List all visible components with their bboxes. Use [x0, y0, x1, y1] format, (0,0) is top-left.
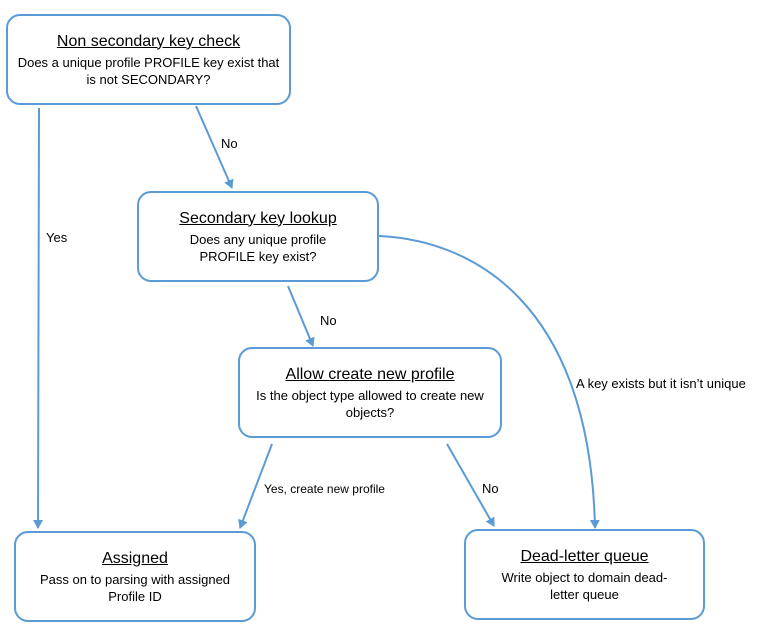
edge-label-non-secondary-no: No	[221, 136, 238, 151]
arrow-allow-create-to-dead-letter	[446, 443, 495, 527]
node-title: Secondary key lookup	[179, 209, 337, 227]
edge-label-secondary-not-unique: A key exists but it isn’t unique	[576, 376, 746, 391]
node-body: Write object to domain dead-letter queue	[501, 569, 668, 602]
node-assigned: Assigned Pass on to parsing with assigne…	[14, 531, 256, 622]
node-secondary-key-lookup: Secondary key lookup Does any unique pro…	[137, 191, 379, 282]
node-body: Does a unique profile PROFILE key exist …	[17, 54, 280, 87]
node-non-secondary-key-check: Non secondary key check Does a unique pr…	[6, 14, 291, 105]
arrow-secondary-to-allow-create	[287, 285, 315, 347]
arrow-secondary-to-dead-letter	[378, 235, 600, 529]
arrow-non-secondary-to-secondary	[195, 105, 234, 189]
node-title: Allow create new profile	[285, 365, 455, 383]
node-allow-create-new-profile: Allow create new profile Is the object t…	[238, 347, 502, 438]
edge-label-secondary-no: No	[320, 313, 337, 328]
node-body: Does any unique profile PROFILE key exis…	[189, 231, 327, 264]
edge-label-non-secondary-yes: Yes	[46, 230, 68, 245]
arrow-allow-create-to-assigned	[238, 443, 273, 529]
node-title: Assigned	[102, 549, 168, 567]
edge-label-allow-yes: Yes, create new profile	[264, 482, 385, 496]
edge-label-allow-no: No	[482, 481, 499, 496]
node-body: Is the object type allowed to create new…	[256, 387, 484, 420]
node-dead-letter-queue: Dead-letter queue Write object to domain…	[464, 529, 705, 620]
node-body: Pass on to parsing with assigned Profile…	[39, 571, 231, 604]
node-title: Dead-letter queue	[520, 547, 649, 565]
arrow-non-secondary-to-assigned	[33, 107, 44, 529]
node-title: Non secondary key check	[56, 32, 241, 50]
